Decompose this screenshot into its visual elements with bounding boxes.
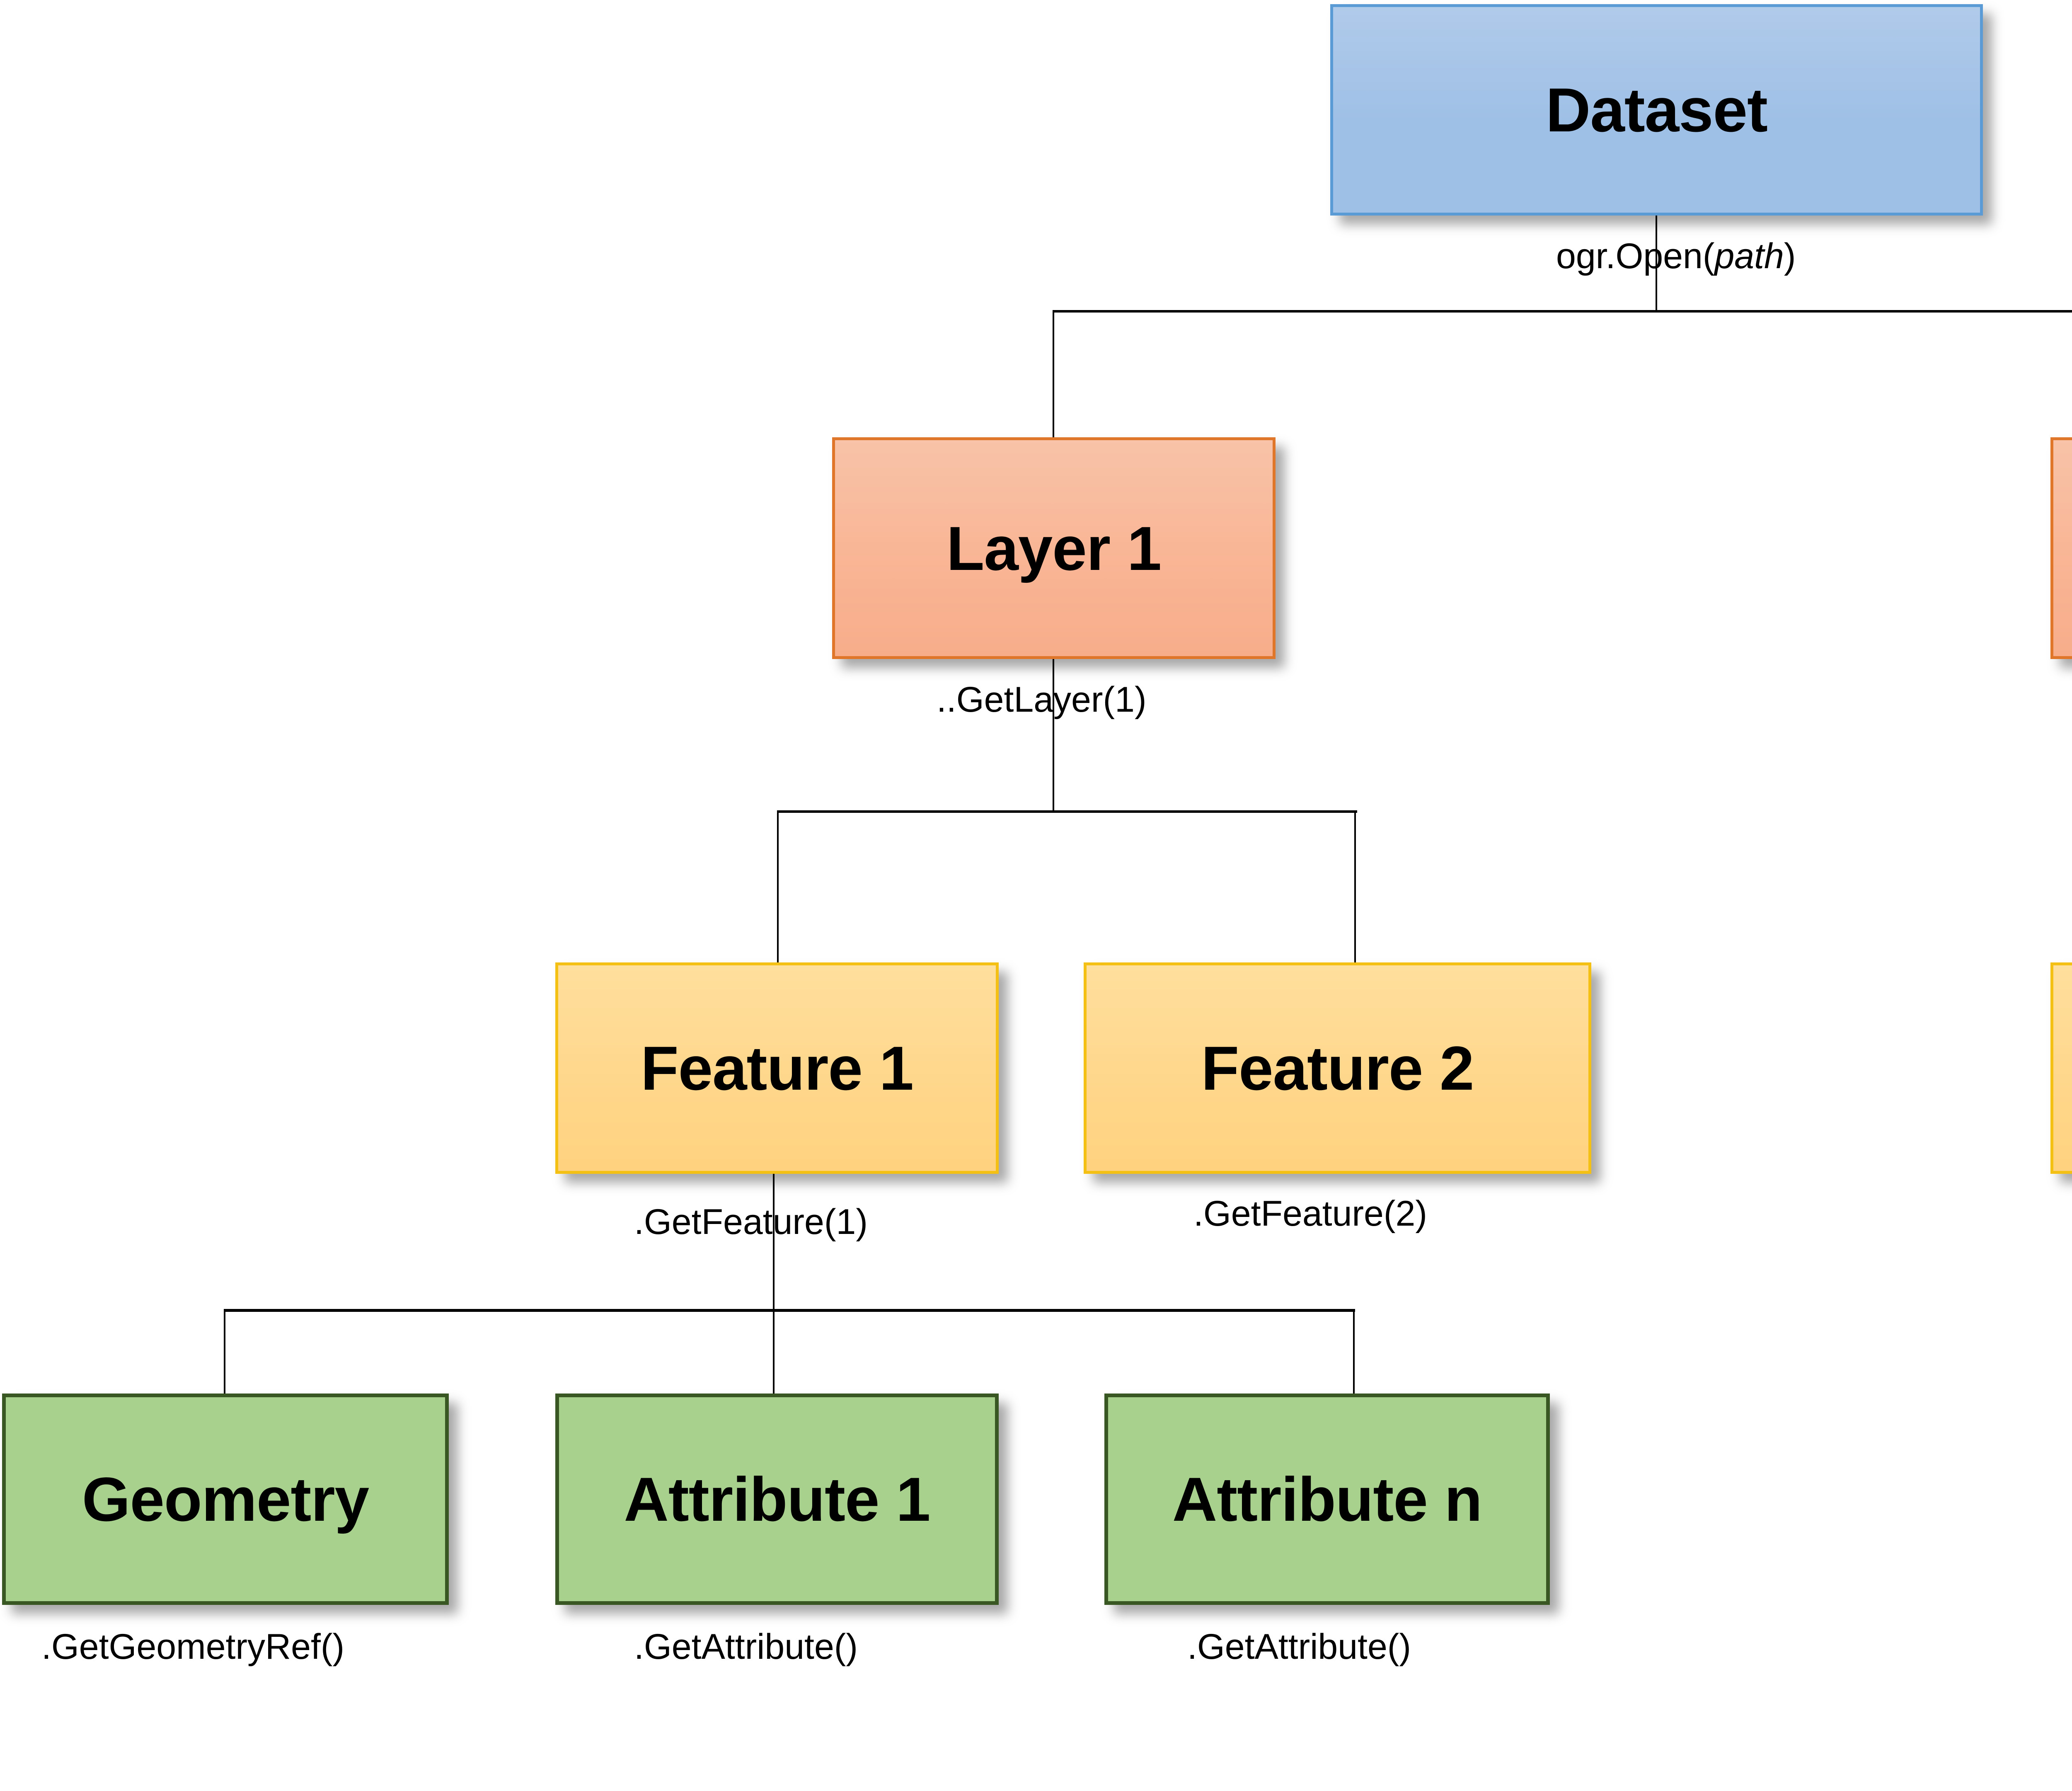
- node-attribute-n[interactable]: Attribute n: [1104, 1394, 1550, 1605]
- node-dataset[interactable]: Dataset: [1330, 4, 1983, 216]
- edge-label-ogr-open: ogr.Open(path): [1556, 238, 1796, 274]
- node-feature-1-layer1[interactable]: Feature 1: [555, 962, 999, 1174]
- connector-attribute-bus: [224, 1309, 1355, 1312]
- connector-layer1-down: [1053, 658, 1054, 812]
- edge-label-get-attribute-n: .GetAttribute(): [1187, 1627, 1411, 1667]
- edge-label-get-layer-1: ..GetLayer(1): [937, 680, 1147, 720]
- connector-bus-to-feature2: [1354, 810, 1356, 964]
- node-feature-2-layer1-label: Feature 2: [1201, 1033, 1474, 1103]
- node-feature-1-layern[interactable]: Feature 1: [2050, 962, 2072, 1174]
- ogr-open-italic: path: [1714, 236, 1784, 276]
- node-dataset-label: Dataset: [1546, 75, 1768, 145]
- edge-label-get-feature-1: .GetFeature(1): [634, 1202, 868, 1242]
- connector-feature1-down: [773, 1174, 775, 1394]
- connector-bus-to-geometry: [224, 1309, 225, 1396]
- edge-label-get-attribute-1: .GetAttribute(): [634, 1627, 858, 1667]
- node-geometry[interactable]: Geometry: [2, 1394, 449, 1605]
- connector-bus-to-attribute-n: [1353, 1309, 1355, 1396]
- connector-bus-to-layer1: [1053, 310, 1054, 439]
- node-geometry-label: Geometry: [82, 1464, 369, 1534]
- node-feature-1-layer1-label: Feature 1: [641, 1033, 914, 1103]
- edge-label-get-feature-2: .GetFeature(2): [1193, 1194, 1427, 1234]
- node-attribute-1[interactable]: Attribute 1: [555, 1394, 999, 1605]
- connector-dataset-down-2: [1656, 290, 1657, 311]
- ogr-open-suffix: ): [1784, 236, 1796, 276]
- connector-layer-bus: [1053, 310, 2072, 313]
- node-feature-2-layer1[interactable]: Feature 2: [1084, 962, 1591, 1174]
- node-layer-1-label: Layer 1: [946, 513, 1162, 583]
- connector-dataset-down: [1656, 216, 1657, 311]
- ogr-open-prefix: ogr.Open(: [1556, 236, 1715, 276]
- node-layer-n[interactable]: Layer n: [2050, 437, 2072, 659]
- node-attribute-n-label: Attribute n: [1172, 1464, 1482, 1534]
- node-layer-1[interactable]: Layer 1: [832, 437, 1276, 659]
- connector-feature-bus: [777, 810, 1357, 813]
- node-attribute-1-label: Attribute 1: [624, 1464, 931, 1534]
- connector-bus-to-feature1: [777, 810, 779, 964]
- edge-label-get-geometry-ref: .GetGeometryRef(): [41, 1627, 345, 1667]
